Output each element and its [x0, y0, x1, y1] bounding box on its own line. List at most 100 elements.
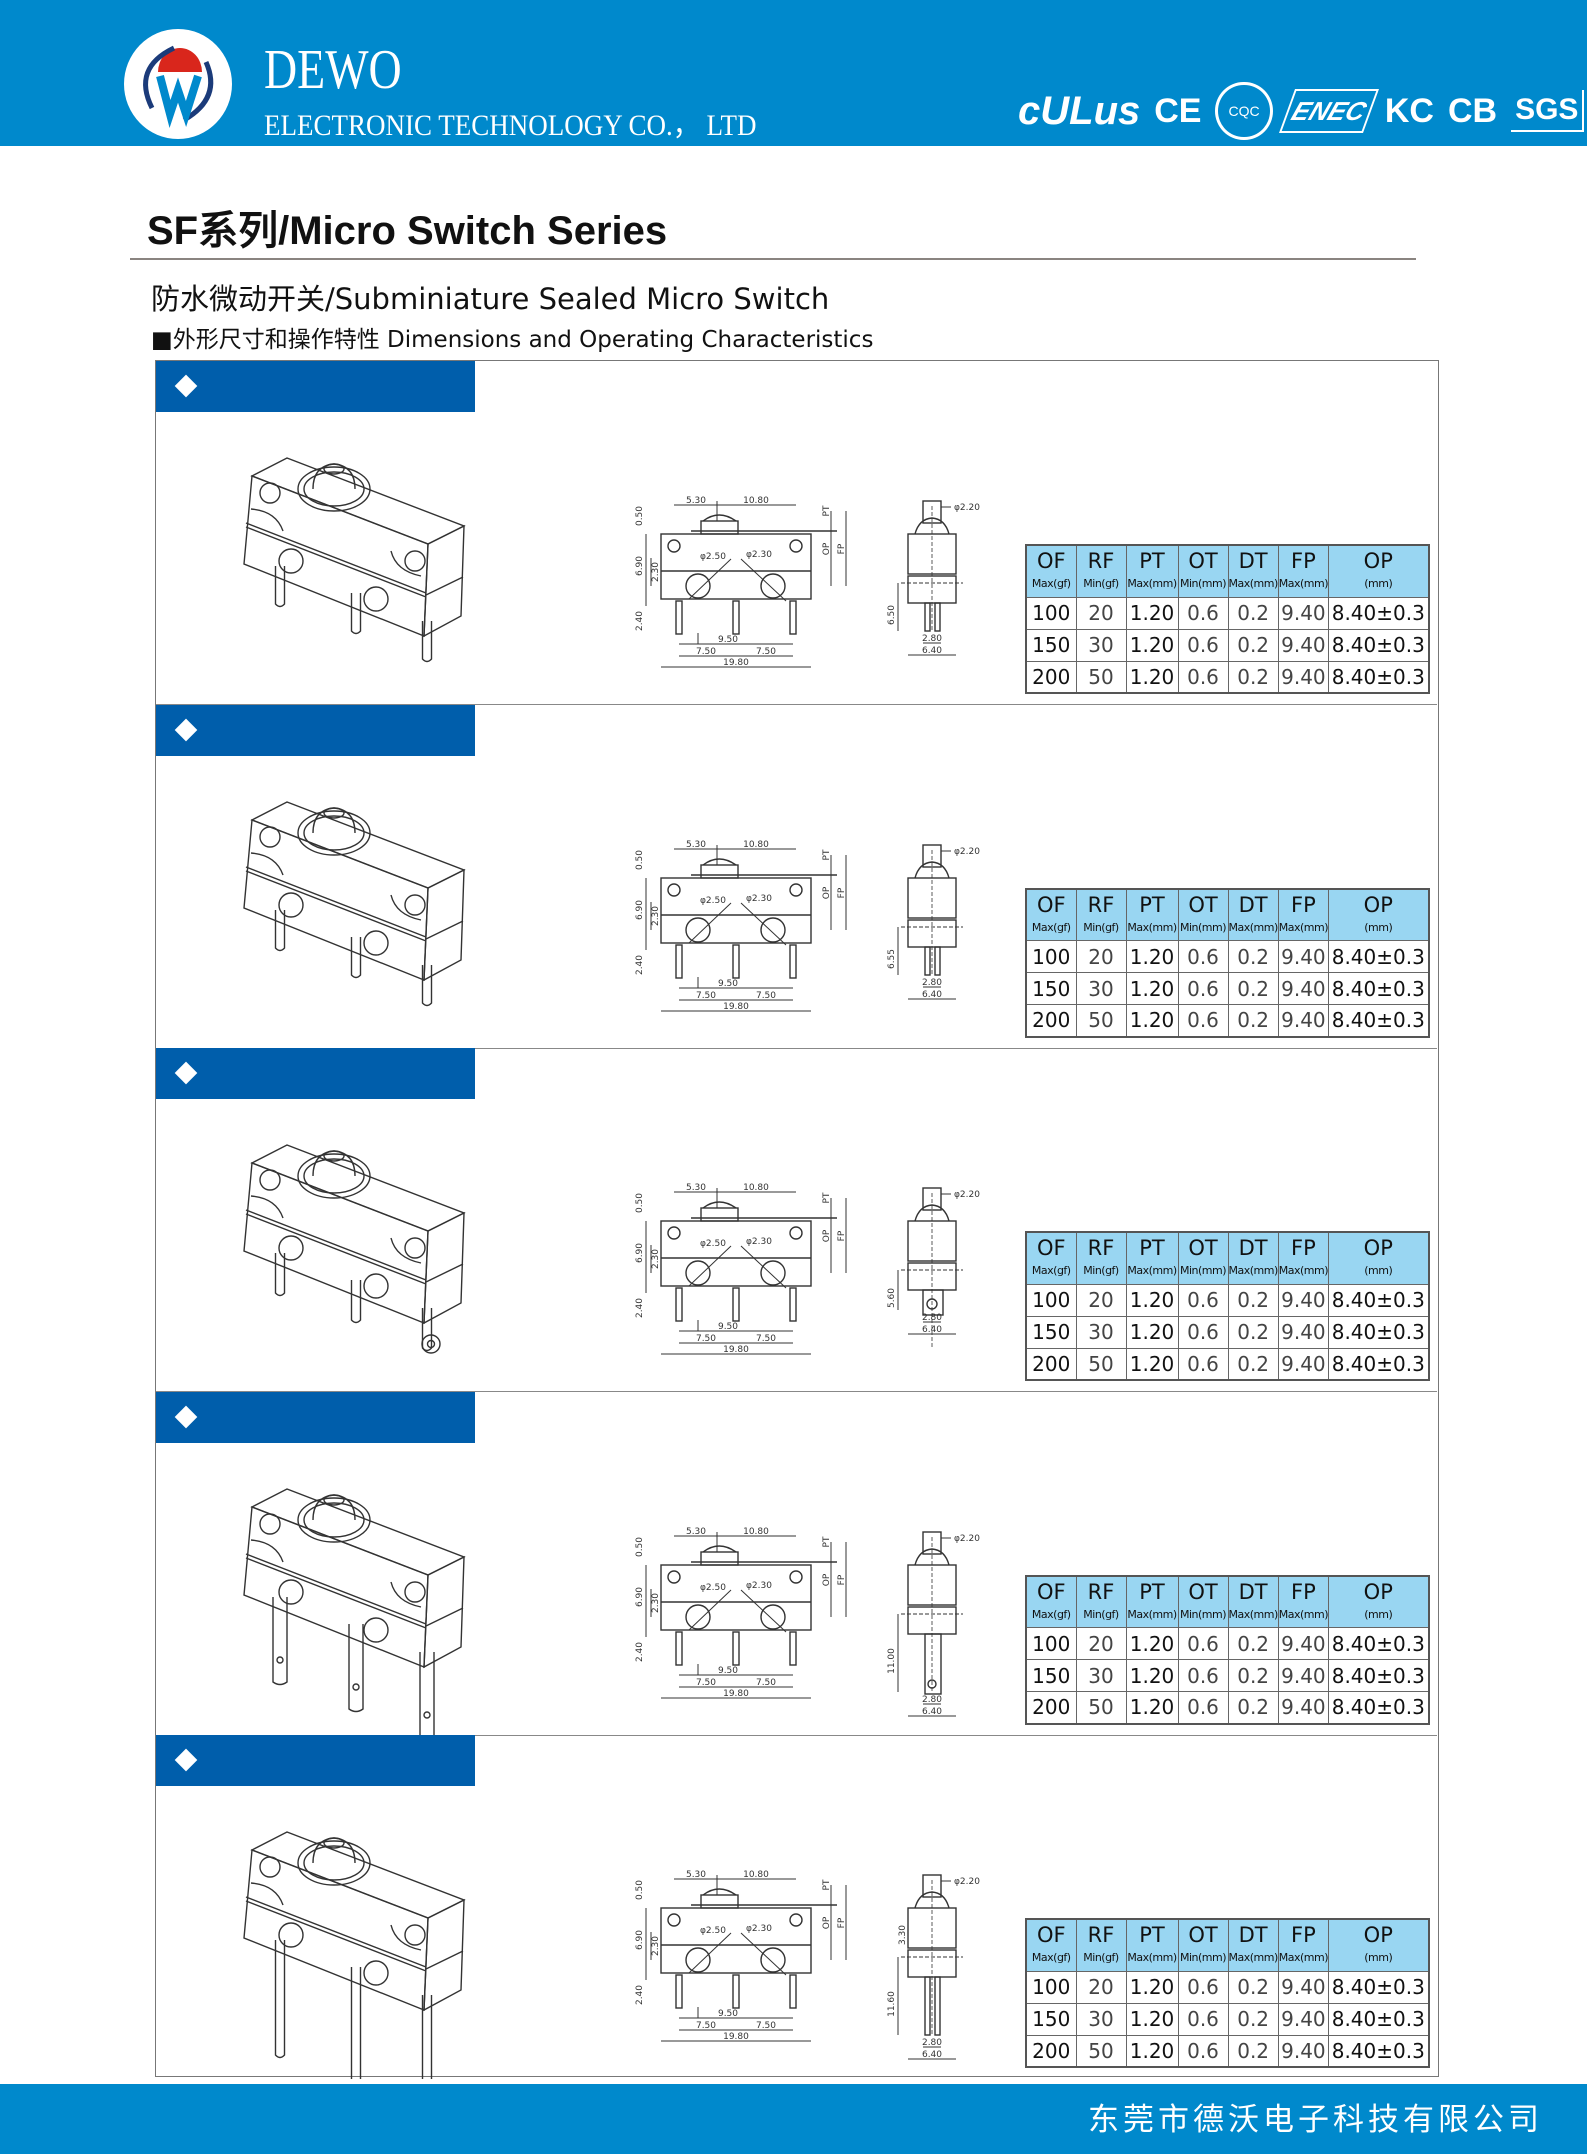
terminal-height-label: 6.55 [887, 948, 897, 968]
table-cell: 50 [1075, 660, 1127, 694]
header-band: DEWO ELECTRONIC TECHNOLOGY CO.， LTD cULu… [0, 0, 1587, 146]
dimension-label: 7.50 [696, 2021, 716, 2031]
dimension-label: OP [822, 1573, 832, 1586]
variant-header-bar [156, 1391, 475, 1443]
table-cell: 1.20 [1125, 2002, 1179, 2036]
dimension-label: 5.30 [686, 496, 706, 506]
table-cell: 0.6 [1177, 628, 1229, 662]
dimension-label: OP [822, 1229, 832, 1242]
table-cell: 0.2 [1227, 1004, 1279, 1037]
table-cell: 100 [1025, 1283, 1077, 1317]
dimension-label: 2.30 [651, 905, 661, 925]
switch-isometric-drawing [243, 1487, 466, 1736]
dimension-label: 7.50 [756, 2021, 776, 2031]
table-cell: 100 [1025, 1627, 1077, 1660]
table-cell: 200 [1025, 2034, 1077, 2068]
dimension-label: 9.50 [718, 635, 738, 645]
dimension-label: PT [822, 849, 832, 860]
table-cell: 100 [1025, 596, 1077, 630]
dimension-label: 2.30 [651, 1592, 661, 1612]
terminal-height-label: 5.60 [887, 1288, 897, 1308]
dimension-label: 19.80 [723, 658, 749, 668]
table-cell: 150 [1025, 1659, 1077, 1692]
table-cell: 200 [1025, 1004, 1077, 1037]
sgs-cert-logo: SGS [1511, 90, 1585, 132]
table-cell: 1.20 [1125, 1970, 1179, 2004]
product-subtitle: 防水微动开关/Subminiature Sealed Micro Switch [151, 282, 830, 316]
ul-cert-logo: cULus [1018, 89, 1141, 133]
table-cell: 0.6 [1177, 1004, 1229, 1037]
table-cell: 8.40±0.3 [1328, 2002, 1430, 2036]
dimension-label: φ2.50 [700, 1926, 726, 1936]
table-cell: 9.40 [1277, 1347, 1330, 1381]
table-cell: 20 [1075, 596, 1127, 630]
table-cell: 0.6 [1177, 1970, 1229, 2004]
table-cell: 8.40±0.3 [1328, 972, 1430, 1005]
ce-cert-logo: CE [1154, 92, 1202, 130]
table-cell: 1.20 [1125, 596, 1179, 630]
width-label: 6.40 [922, 1325, 942, 1335]
switch-isometric-drawing [243, 457, 466, 663]
table-cell: 150 [1025, 2002, 1077, 2036]
dimension-label: φ2.50 [700, 552, 726, 562]
dimension-label: 6.90 [635, 556, 645, 576]
dimension-label: OP [822, 542, 832, 555]
table-cell: 9.40 [1277, 660, 1330, 694]
table-cell: 8.40±0.3 [1328, 660, 1430, 694]
dimension-label: 7.50 [756, 647, 776, 657]
dimension-label: 2.40 [635, 611, 645, 631]
table-cell: 0.6 [1177, 1659, 1229, 1692]
table-cell: 150 [1025, 628, 1077, 662]
table-cell: 0.6 [1177, 1627, 1229, 1660]
dimension-label: φ2.50 [700, 1239, 726, 1249]
pitch-label: 2.80 [922, 1695, 942, 1705]
table-cell: 9.40 [1277, 972, 1330, 1005]
table-header-cell: OP(mm) [1328, 1918, 1430, 1972]
table-cell: 200 [1025, 660, 1077, 694]
dimension-label: φ2.50 [700, 896, 726, 906]
table-cell: 1.20 [1125, 628, 1179, 662]
dimension-label: 9.50 [718, 1322, 738, 1332]
dimension-label: 6.90 [635, 1243, 645, 1263]
section-heading: ■外形尺寸和操作特性 Dimensions and Operating Char… [151, 327, 874, 353]
table-cell: 9.40 [1277, 628, 1330, 662]
cqc-cert-logo: CQC [1215, 82, 1273, 140]
side-view-drawing: φ2.20 6.55 2.806.40 [887, 843, 980, 1000]
variant-header-bar [156, 1048, 475, 1099]
dimension-label: 9.50 [718, 979, 738, 989]
table-cell: 0.6 [1177, 1315, 1229, 1349]
plunger-diameter-label: φ2.20 [954, 1877, 980, 1887]
dimension-label: 10.80 [743, 1527, 769, 1537]
table-cell: 30 [1075, 2002, 1127, 2036]
table-cell: 20 [1075, 1283, 1127, 1317]
enec-cert-logo: ENEC [1278, 89, 1379, 133]
dimension-label: φ2.30 [746, 1581, 772, 1591]
table-cell: 1.20 [1125, 2034, 1179, 2068]
table-cell: 0.6 [1177, 1347, 1229, 1381]
